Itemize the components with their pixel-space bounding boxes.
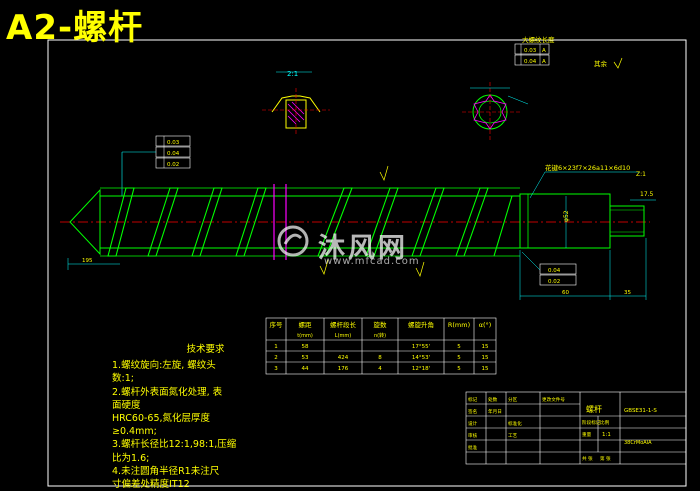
screw-main-view: 195 φ52 60 35 17.5 花键6×23f7×26a11×6d10 Z… [60,163,656,300]
table-cell: 424 [338,355,349,361]
table-header: 螺旋升角 [408,320,434,329]
requirement-line: 2.螺杆外表面氮化处理, 表 [112,386,223,398]
title-block-label: 批准 [468,444,478,451]
requirement-line: 面硬度 [112,399,141,411]
spline-callout: 花键6×23f7×26a11×6d10 [545,163,630,172]
dim-end-offset: 17.5 [640,191,654,198]
scale-note: 2:1 [287,70,298,78]
table-header: R(mm) [448,321,470,329]
title-block-label: 更改文件号 [542,396,565,403]
title-block-label: 审核 [468,432,478,439]
table-header: 螺杆段长 [330,320,357,329]
title-block-material: 38CrMoAlA [624,440,652,446]
table-header: 旋数 [374,320,388,329]
roughness-note: 其余 [594,59,608,68]
svg-text:0.02: 0.02 [548,279,560,285]
table-cell: 5 [457,366,461,372]
title-block-label: 标记 [468,396,478,403]
svg-text:0.04: 0.04 [548,268,561,274]
table-subheader: n(转) [374,332,386,339]
table-cell: 15 [482,355,489,361]
title-block-label: 第 张 [600,455,611,462]
table-cell: 5 [457,355,461,361]
table-cell: 53 [302,355,309,361]
table-cell: 58 [302,344,309,350]
technical-requirements: 技术要求 1.螺纹旋向:左旋, 螺纹头 数:1; 2.螺杆外表面氮化处理, 表 … [112,343,287,491]
title-block-part-name: 螺杆 [586,404,602,414]
table-cell: 176 [338,366,349,372]
spline-section-view: 大螺纹长度 0.03 0.04 A A 其余 [462,35,623,142]
table-subheader: L(mm) [335,333,351,339]
table-cell: 12°18' [412,366,430,372]
dim-spline-length: 35 [624,290,631,296]
title-block-label: 签名 [468,408,477,415]
table-cell: 1 [274,344,278,350]
section-detail-view: 2:1 [262,70,330,134]
title-block-label: 共 张 [582,455,593,462]
requirement-line: 数:1; [112,373,134,385]
table-header: 螺距 [299,320,313,329]
table-cell: 5 [457,344,461,350]
title-block-label: 比例 [600,419,610,426]
requirement-line: HRC60-65,氮化层厚度 [112,413,211,425]
table-header: α(°) [479,321,492,329]
table-cell: 2 [274,355,278,361]
requirement-line: 3.螺杆长径比12:1,98:1,压缩 [112,439,237,451]
svg-text:A: A [542,59,546,65]
parameter-table [265,317,497,375]
title-block-label: 设计 [468,420,478,427]
title-block-label: 标准化 [508,420,522,427]
table-cell: 4 [378,366,382,372]
table-subheader: t(mm) [297,333,313,339]
table-cell: 44 [302,366,309,372]
screw-flights [107,187,513,257]
requirement-line: 4.未注圆角半径R1未注尺 [112,465,220,477]
requirement-line: ≥0.4mm; [112,426,157,438]
svg-text:Z:1: Z:1 [636,171,646,178]
title-block-label: 重量 [582,431,592,438]
geometric-tolerance-frame: 0.03 0.04 0.02 [121,135,191,196]
drawing-border [47,39,687,487]
title-block [465,391,687,465]
requirement-line: 比为1.6; [112,452,150,464]
table-cell: 8 [378,355,382,361]
title-block-label: 年月日 [488,408,502,415]
svg-text:A: A [542,48,546,54]
page-title: A2-螺杆 [6,8,144,48]
table-cell: 3 [274,366,278,372]
frame-top-label: 大螺纹长度 [522,35,555,44]
requirement-line: 寸偏差处精度IT12 [112,479,190,491]
svg-text:0.03: 0.03 [524,48,537,54]
title-block-label: 分区 [508,396,518,403]
title-block-label: 工艺 [508,433,518,439]
dim-shank-length: 60 [562,290,569,296]
title-block-label: 处数 [488,396,498,403]
watermark-logo-icon [277,225,309,257]
svg-text:0.04: 0.04 [524,59,537,65]
title-block-drawing-no: GBSE31-1-S [624,408,657,414]
title-block-label: 阶段标记 [582,419,601,426]
svg-text:0.02: 0.02 [167,162,179,168]
svg-text:0.03: 0.03 [167,140,180,146]
dim-tip-length: 195 [82,258,93,264]
table-cell: 15 [482,344,489,350]
technical-requirements-heading: 技术要求 [186,344,225,355]
svg-text:0.04: 0.04 [167,151,180,157]
requirement-line: 1.螺纹旋向:左旋, 螺纹头 [112,360,216,372]
table-cell: 15 [482,366,489,372]
watermark-url: www.mfcad.com [324,256,420,267]
table-cell: 17°55' [412,344,430,350]
table-cell: 14°53' [412,355,430,361]
watermark-brand: 沐风网 [318,233,408,264]
table-header: 序号 [270,320,284,329]
dim-shank-diameter: φ52 [563,210,570,222]
title-block-scale: 1:1 [602,432,611,438]
